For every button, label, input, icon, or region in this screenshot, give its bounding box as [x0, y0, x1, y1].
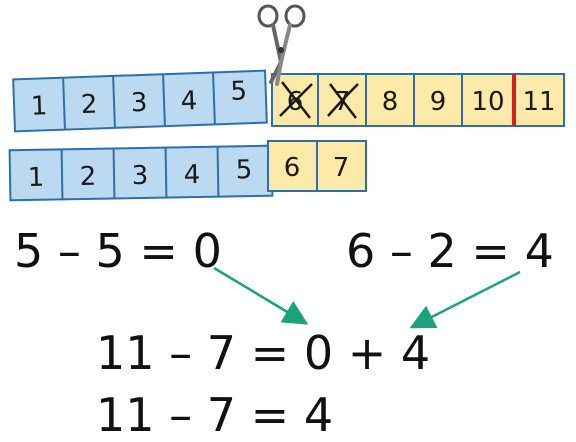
equation-result: 11 – 7 = 4 — [96, 388, 334, 442]
cross-out-mark — [279, 81, 359, 119]
strip-cell: 5 — [230, 76, 248, 107]
bottom-strip: 1 2 3 4 5 6 7 — [8, 140, 367, 202]
strip-cell: 6 — [284, 153, 301, 183]
strip-cell: 7 — [333, 153, 350, 183]
strip-cell: 4 — [184, 160, 201, 190]
equation-combined: 11 – 7 = 0 + 4 — [96, 326, 431, 380]
strip-cell: 2 — [80, 162, 97, 192]
top-strip-blue: 1 2 3 4 5 — [12, 69, 268, 133]
arrows — [213, 266, 521, 329]
strip-cell: 3 — [132, 161, 149, 191]
strip-cell: 3 — [130, 88, 148, 119]
equation-right: 6 – 2 = 4 — [346, 224, 554, 278]
strip-cell: 9 — [430, 87, 447, 117]
scissors-icon — [257, 4, 306, 86]
strip-cell: 1 — [28, 163, 45, 193]
strip-cell: 11 — [522, 87, 555, 117]
strip-cell: 5 — [235, 155, 252, 185]
equation-left: 5 – 5 = 0 — [14, 224, 222, 278]
arrow-left — [213, 266, 309, 325]
arrow-right — [409, 270, 521, 329]
strip-cell: 10 — [471, 87, 504, 117]
strip-cell: 1 — [30, 91, 48, 122]
strip-cell: 4 — [180, 86, 198, 117]
strip-cell: 8 — [382, 87, 399, 117]
top-strip-yellow: 6 7 8 9 10 11 — [271, 73, 565, 127]
strip-cell: 2 — [80, 89, 98, 120]
